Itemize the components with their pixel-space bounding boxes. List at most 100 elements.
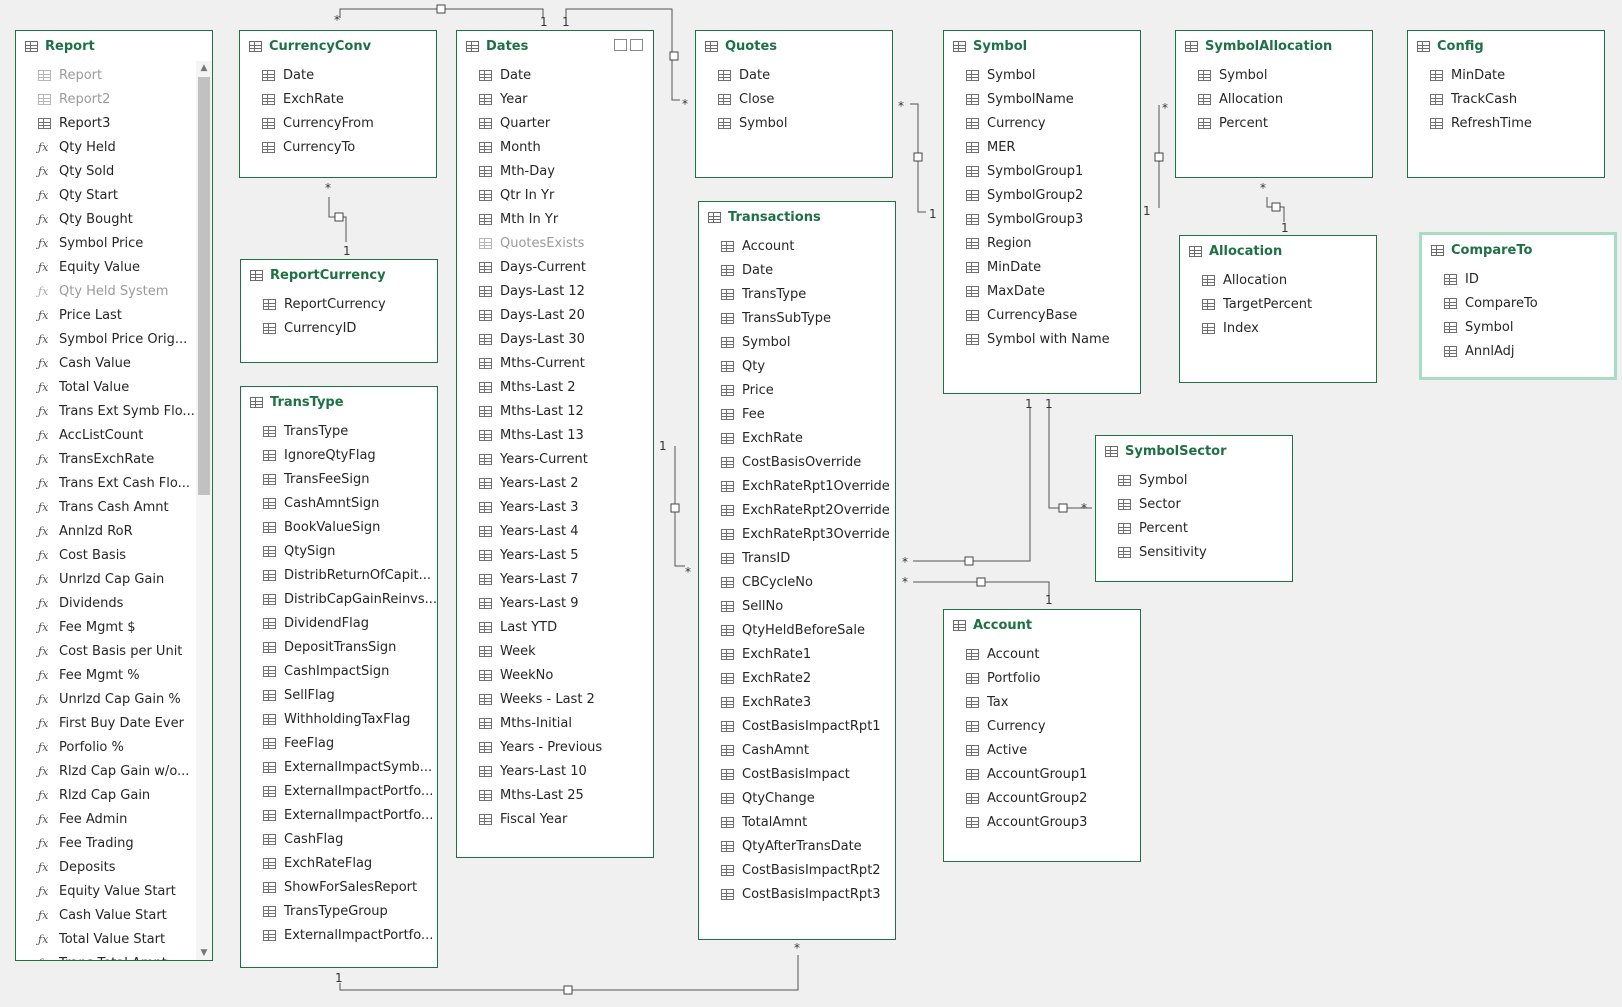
field-item[interactable]: Report2 bbox=[16, 87, 212, 111]
field-item[interactable]: ExternalImpactPortfo... bbox=[241, 803, 437, 827]
field-item[interactable]: Month bbox=[457, 135, 653, 159]
field-item[interactable]: Days-Last 12 bbox=[457, 279, 653, 303]
field-item[interactable]: Percent bbox=[1176, 111, 1372, 135]
field-item[interactable]: Portfolio bbox=[944, 666, 1140, 690]
field-item[interactable]: CurrencyBase bbox=[944, 303, 1140, 327]
field-item[interactable]: Mths-Last 12 bbox=[457, 399, 653, 423]
field-item[interactable]: Symbol bbox=[944, 63, 1140, 87]
field-item[interactable]: Years-Last 10 bbox=[457, 759, 653, 783]
field-item[interactable]: FeeFlag bbox=[241, 731, 437, 755]
field-item[interactable]: AccountGroup3 bbox=[944, 810, 1140, 834]
field-item[interactable]: Symbol bbox=[1096, 468, 1292, 492]
field-item[interactable]: TransType bbox=[699, 282, 895, 306]
field-item[interactable]: Fiscal Year bbox=[457, 807, 653, 831]
field-item[interactable]: DepositTransSign bbox=[241, 635, 437, 659]
field-item[interactable]: BookValueSign bbox=[241, 515, 437, 539]
field-item[interactable]: Years-Last 7 bbox=[457, 567, 653, 591]
field-item[interactable]: QtySign bbox=[241, 539, 437, 563]
field-item[interactable]: ExchRate bbox=[699, 426, 895, 450]
field-item[interactable]: WeekNo bbox=[457, 663, 653, 687]
field-item[interactable]: Account bbox=[944, 642, 1140, 666]
field-item[interactable]: Price bbox=[699, 378, 895, 402]
field-item[interactable]: Close bbox=[696, 87, 892, 111]
field-item[interactable]: Symbol bbox=[696, 111, 892, 135]
table-header[interactable]: CurrencyConv bbox=[240, 31, 436, 61]
field-item[interactable]: CostBasisImpactRpt2 bbox=[699, 858, 895, 882]
field-item[interactable]: TotalAmnt bbox=[699, 810, 895, 834]
field-item[interactable]: ExchRate bbox=[240, 87, 436, 111]
field-item[interactable]: Symbol with Name bbox=[944, 327, 1140, 351]
field-item[interactable]: ExchRateRpt2Override bbox=[699, 498, 895, 522]
field-item[interactable]: QtyAfterTransDate bbox=[699, 834, 895, 858]
field-item[interactable]: ID bbox=[1422, 267, 1614, 291]
field-item[interactable]: Sensitivity bbox=[1096, 540, 1292, 564]
field-item[interactable]: Years-Last 2 bbox=[457, 471, 653, 495]
field-item[interactable]: Date bbox=[699, 258, 895, 282]
field-item[interactable]: AnnlAdj bbox=[1422, 339, 1614, 363]
table-header[interactable]: Symbol bbox=[944, 31, 1140, 61]
field-item[interactable]: Mth-Day bbox=[457, 159, 653, 183]
field-item[interactable]: Region bbox=[944, 231, 1140, 255]
field-item[interactable]: Tax bbox=[944, 690, 1140, 714]
field-item[interactable]: Mths-Last 25 bbox=[457, 783, 653, 807]
field-item[interactable]: Last YTD bbox=[457, 615, 653, 639]
field-item[interactable]: Days-Last 20 bbox=[457, 303, 653, 327]
table-header[interactable]: CompareTo bbox=[1422, 235, 1614, 265]
field-item[interactable]: Date bbox=[696, 63, 892, 87]
field-item[interactable]: CostBasisImpact bbox=[699, 762, 895, 786]
field-item[interactable]: CashFlag bbox=[241, 827, 437, 851]
field-item[interactable]: Mths-Initial bbox=[457, 711, 653, 735]
field-item[interactable]: DistribCapGainReinvs... bbox=[241, 587, 437, 611]
field-item[interactable]: CashAmntSign bbox=[241, 491, 437, 515]
field-item[interactable]: QuotesExists bbox=[457, 231, 653, 255]
field-item[interactable]: Year bbox=[457, 87, 653, 111]
field-item[interactable]: Weeks - Last 2 bbox=[457, 687, 653, 711]
field-item[interactable]: AccountGroup2 bbox=[944, 786, 1140, 810]
field-item[interactable]: Allocation bbox=[1176, 87, 1372, 111]
field-item[interactable]: ReportCurrency bbox=[241, 292, 437, 316]
field-item[interactable]: QtyHeldBeforeSale bbox=[699, 618, 895, 642]
field-item[interactable]: ExternalImpactPortfo... bbox=[241, 779, 437, 803]
field-item[interactable]: SymbolGroup2 bbox=[944, 183, 1140, 207]
field-item[interactable]: CompareTo bbox=[1422, 291, 1614, 315]
field-item[interactable]: ExchRate1 bbox=[699, 642, 895, 666]
field-item[interactable]: Active bbox=[944, 738, 1140, 762]
table-header[interactable]: Allocation bbox=[1180, 236, 1376, 266]
table-header[interactable]: Account bbox=[944, 610, 1140, 640]
field-item[interactable]: Symbol bbox=[699, 330, 895, 354]
field-item[interactable]: TransType bbox=[241, 419, 437, 443]
table-header[interactable]: Config bbox=[1408, 31, 1604, 61]
field-item[interactable]: ExchRateFlag bbox=[241, 851, 437, 875]
table-header[interactable]: Dates bbox=[457, 31, 653, 61]
field-item[interactable]: Mths-Last 13 bbox=[457, 423, 653, 447]
field-item[interactable]: ExternalImpactPortfo... bbox=[241, 923, 437, 947]
field-item[interactable]: Allocation bbox=[1180, 268, 1376, 292]
field-item[interactable]: MER bbox=[944, 135, 1140, 159]
field-item[interactable]: Report3 bbox=[16, 111, 212, 135]
